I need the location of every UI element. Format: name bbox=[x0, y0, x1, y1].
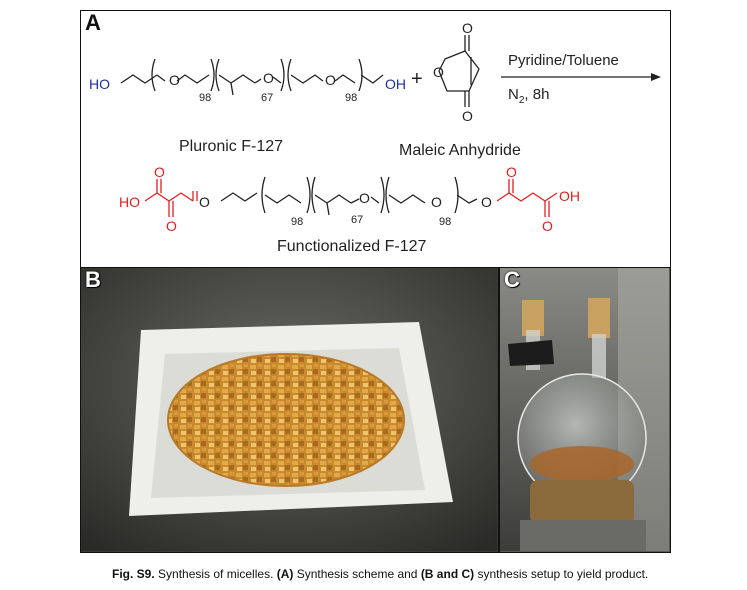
caption-bold-a: (A) bbox=[276, 567, 294, 581]
product-o-right-top: O bbox=[506, 164, 517, 180]
caption-text-2: Synthesis scheme and bbox=[293, 567, 421, 581]
product-o-ester-right: O bbox=[481, 194, 492, 210]
flask-contents bbox=[530, 446, 634, 482]
anhydride-o-bottom: O bbox=[462, 108, 473, 124]
reaction-solvent: Pyridine/Toluene bbox=[508, 52, 619, 69]
reaction-atmosphere-subscript: 2 bbox=[519, 95, 525, 106]
product-repeat-n1: 98 bbox=[291, 216, 303, 228]
pluronic-oh-end: OH bbox=[385, 76, 406, 92]
panel-a-synthesis-scheme: A bbox=[80, 10, 671, 268]
product-repeat-n3: 98 bbox=[439, 216, 451, 228]
caption-text-3: synthesis setup to yield product. bbox=[474, 567, 649, 581]
pluronic-ho-end: HO bbox=[89, 76, 110, 92]
panel-c-letter: C bbox=[504, 267, 520, 292]
panel-a-letter: A bbox=[85, 10, 101, 35]
pluronic-repeat-n3: 98 bbox=[345, 92, 357, 104]
heating-mantle bbox=[530, 480, 634, 524]
panel-b-product-photo: B bbox=[80, 267, 499, 553]
product-oh-end: OH bbox=[559, 188, 580, 204]
anhydride-label: Maleic Anhydride bbox=[399, 142, 521, 159]
product-o-atom-right: O bbox=[431, 194, 442, 210]
pluronic-o-atom-3: O bbox=[325, 72, 336, 88]
caption-text-1: Synthesis of micelles. bbox=[154, 567, 277, 581]
pluronic-label: Pluronic F-127 bbox=[179, 138, 283, 155]
product-o-ester-left: O bbox=[199, 194, 210, 210]
pluronic-repeat-n1: 98 bbox=[199, 92, 211, 104]
stopper-left bbox=[522, 300, 544, 336]
clamp bbox=[508, 340, 554, 366]
panel-b-letter: B bbox=[85, 267, 101, 292]
product-o-atom-mid: O bbox=[359, 190, 370, 206]
product-o-left-top: O bbox=[154, 164, 165, 180]
product-repeat-n2: 67 bbox=[351, 214, 363, 226]
weigh-boat-photo bbox=[81, 268, 497, 551]
reaction-time: , 8h bbox=[524, 86, 549, 103]
panel-c-setup-photo: C bbox=[499, 267, 671, 553]
reaction-scheme-svg: HO O 98 O 67 O 98 OH + O O O Pyridine/To… bbox=[89, 20, 661, 255]
anhydride-ring-o: O bbox=[433, 64, 444, 80]
caption-bold-bc: (B and C) bbox=[420, 567, 475, 581]
reaction-atmosphere: N bbox=[508, 86, 519, 103]
figure-caption: Fig. S9. Synthesis of micelles. (A) Synt… bbox=[112, 567, 648, 581]
pluronic-o-atom-1: O bbox=[169, 72, 180, 88]
plus-sign: + bbox=[411, 68, 423, 90]
product-ho-end: HO bbox=[119, 194, 140, 210]
flask-setup-photo bbox=[500, 268, 669, 551]
caption-label: Fig. S9. bbox=[112, 567, 155, 581]
reaction-conditions: N2, 8h bbox=[508, 86, 549, 106]
pluronic-o-atom-2: O bbox=[263, 70, 274, 86]
product-o-right-bottom: O bbox=[542, 218, 553, 234]
anhydride-o-top: O bbox=[462, 20, 473, 36]
product-label: Functionalized F-127 bbox=[277, 238, 427, 255]
stopper-right bbox=[588, 298, 610, 338]
product-o-left-bottom: O bbox=[166, 218, 177, 234]
product-flakes bbox=[168, 354, 404, 486]
pluronic-repeat-n2: 67 bbox=[261, 92, 273, 104]
